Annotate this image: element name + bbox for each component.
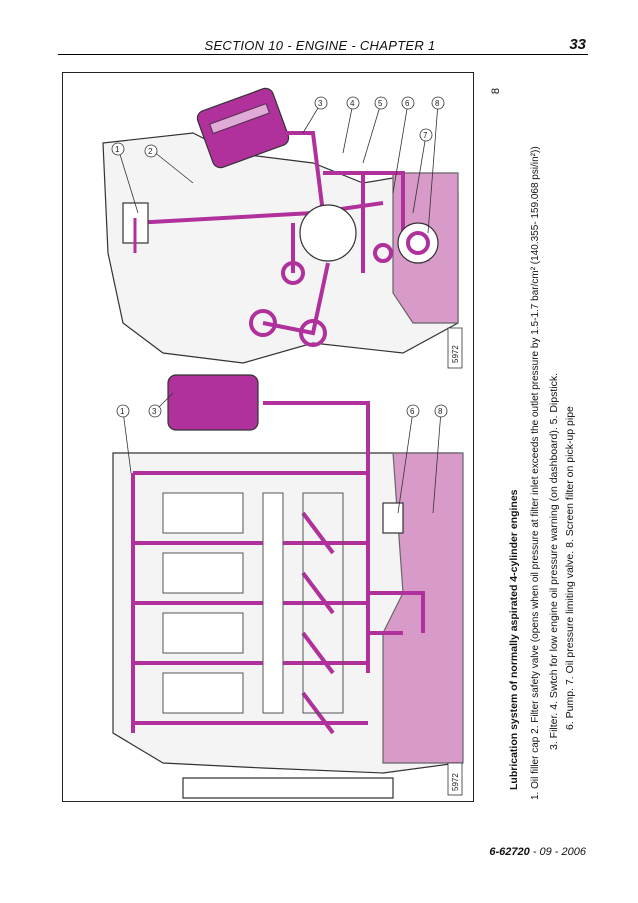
caption-line-3: 6. Pump. 7. Oil pressure limiting valve.… [564, 406, 576, 730]
bottom-leader-lines [122, 392, 442, 514]
caption-line-2: 3. Filter. 4. Swtch for low engine oil p… [548, 372, 560, 750]
figure-number: 8 [490, 88, 502, 95]
bottom-oil-galleries [131, 401, 425, 735]
bottom-callout-8: 8 [438, 407, 443, 416]
top-figure-code: 5972 [447, 327, 463, 369]
footer: 6-62720 - 09 - 2006 [489, 846, 586, 858]
top-callout-1: 1 [115, 145, 120, 154]
top-figure-code-text: 5972 [451, 345, 460, 363]
top-callout-6: 6 [405, 99, 410, 108]
top-callout-4: 4 [350, 99, 355, 108]
bottom-engine-view [112, 374, 464, 799]
bottom-callout-1: 1 [120, 407, 125, 416]
header-rule [58, 54, 588, 55]
top-engine-view [102, 87, 459, 364]
top-callout-5: 5 [378, 99, 383, 108]
bottom-callout-6: 6 [410, 407, 415, 416]
doc-code: 6-62720 [489, 846, 530, 858]
top-pump-gear [397, 222, 439, 264]
top-callout-2: 2 [148, 147, 153, 156]
figure-frame: 1 2 3 4 5 6 7 8 5972 [62, 72, 474, 802]
section-title: SECTION 10 - ENGINE - CHAPTER 1 [204, 38, 436, 53]
page-number: 33 [569, 36, 586, 53]
engine-lubrication-diagram: 1 2 3 4 5 6 7 8 5972 [102, 87, 464, 799]
bottom-callouts: 1 3 6 8 [116, 404, 448, 418]
top-callout-7: 7 [423, 131, 428, 140]
top-callouts: 1 2 3 4 5 6 7 8 [111, 96, 445, 158]
doc-date: - 09 - 2006 [532, 846, 586, 858]
caption-title: Lubrication system of normally aspirated… [508, 489, 520, 790]
bottom-figure-code: 5972 [447, 762, 463, 796]
bottom-crankshaft [162, 492, 344, 714]
top-crank-gear [299, 204, 357, 262]
bottom-callout-3: 3 [152, 407, 157, 416]
top-cam-gear [281, 261, 305, 285]
top-callout-3: 3 [318, 99, 323, 108]
figure-caption: Lubrication system of normally aspirated… [490, 80, 580, 800]
top-callout-8: 8 [435, 99, 440, 108]
bottom-flywheel [182, 777, 394, 799]
caption-line-1: 1. Oil filler cap 2. Filter safety valve… [530, 146, 541, 800]
bottom-filter [167, 374, 259, 431]
bottom-oil-pump [382, 502, 404, 534]
bottom-figure-code-text: 5972 [451, 773, 460, 791]
